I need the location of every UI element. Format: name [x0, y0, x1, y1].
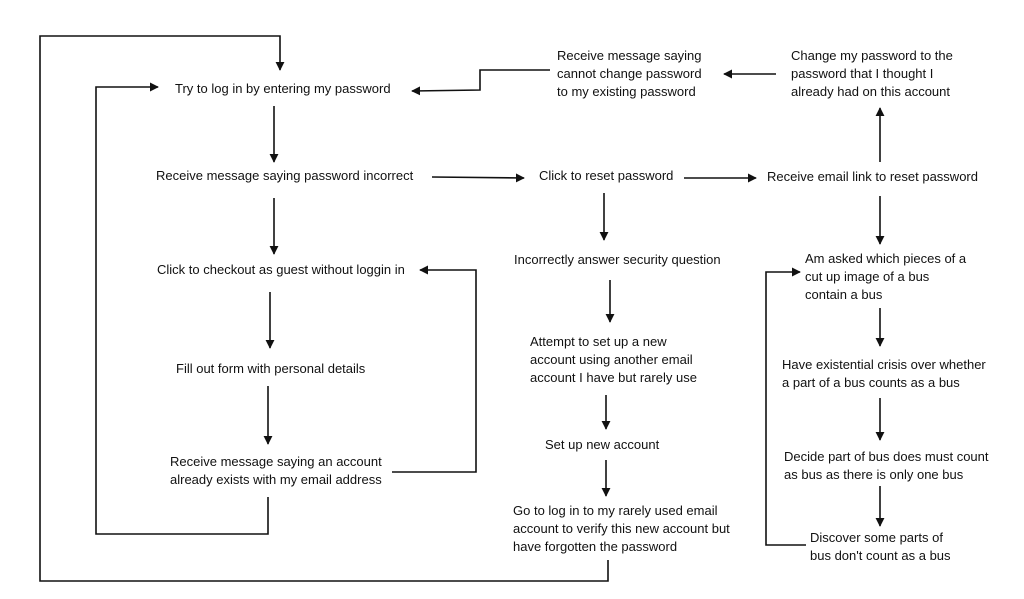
node-email-link: Receive email link to reset password	[767, 168, 978, 186]
node-change-password: Change my password to the password that …	[791, 47, 953, 101]
node-line: Discover some parts of	[810, 530, 943, 545]
node-security-question: Incorrectly answer security question	[514, 251, 721, 269]
node-line: Click to reset password	[539, 168, 674, 183]
node-line: Receive message saying password incorrec…	[156, 168, 414, 183]
node-line: Decide part of bus does must count	[784, 449, 989, 464]
edge-exists-to-guest	[392, 265, 477, 473]
node-line: Receive message saying	[557, 48, 702, 63]
node-setup-account: Set up new account	[545, 436, 659, 454]
node-line: Incorrectly answer security question	[514, 252, 721, 267]
node-line: to my existing password	[557, 84, 696, 99]
node-rarely-used-email: Go to log in to my rarely used email acc…	[513, 502, 730, 556]
node-try-login: Try to log in by entering my password	[175, 80, 391, 98]
node-line: as bus as there is only one bus	[784, 467, 964, 482]
node-cannot-change-password: Receive message saying cannot change pas…	[557, 47, 702, 101]
node-line: Set up new account	[545, 437, 660, 452]
node-line: Change my password to the	[791, 48, 953, 63]
node-line: password that I thought I	[791, 66, 934, 81]
node-account-exists: Receive message saying an account alread…	[170, 453, 382, 489]
node-line: bus don't count as a bus	[810, 548, 951, 563]
node-line: Am asked which pieces of a	[805, 251, 967, 266]
node-line: contain a bus	[805, 287, 883, 302]
node-line: Try to log in by entering my password	[175, 81, 391, 96]
node-bus-image: Am asked which pieces of a cut up image …	[805, 250, 966, 304]
node-line: Receive email link to reset password	[767, 169, 978, 184]
node-line: cut up image of a bus	[805, 269, 930, 284]
node-attempt-new-account: Attempt to set up a new account using an…	[530, 333, 697, 387]
node-click-reset: Click to reset password	[539, 167, 673, 185]
edge-discover-to-bus-image	[765, 267, 806, 546]
node-line: already exists with my email address	[170, 472, 382, 487]
edge-incorrect-to-reset	[431, 173, 525, 183]
node-line: have forgotten the password	[513, 539, 678, 554]
edge-rarely-used-to-login	[39, 35, 609, 582]
node-line: account using another email	[530, 352, 693, 367]
node-line: Click to checkout as guest without loggi…	[157, 262, 405, 277]
node-line: Fill out form with personal details	[176, 361, 366, 376]
node-decide-bus: Decide part of bus does must count as bu…	[784, 448, 989, 484]
node-line: a part of a bus counts as a bus	[782, 375, 960, 390]
node-line: cannot change password	[557, 66, 702, 81]
node-line: Have existential crisis over whether	[782, 357, 986, 372]
node-line: account I have but rarely use	[530, 370, 697, 385]
node-line: account to verify this new account but	[513, 521, 730, 536]
node-line: Receive message saying an account	[170, 454, 382, 469]
node-password-incorrect: Receive message saying password incorrec…	[156, 167, 413, 185]
edge-cannot-change-to-login	[411, 69, 550, 96]
node-discover-parts: Discover some parts of bus don't count a…	[810, 529, 951, 565]
node-existential-crisis: Have existential crisis over whether a p…	[782, 356, 986, 392]
node-line: Go to log in to my rarely used email	[513, 503, 718, 518]
node-checkout-guest: Click to checkout as guest without loggi…	[157, 261, 405, 279]
node-fill-form: Fill out form with personal details	[176, 360, 365, 378]
node-line: already had on this account	[791, 84, 950, 99]
edge-exists-to-login	[95, 82, 269, 535]
node-line: Attempt to set up a new	[530, 334, 667, 349]
